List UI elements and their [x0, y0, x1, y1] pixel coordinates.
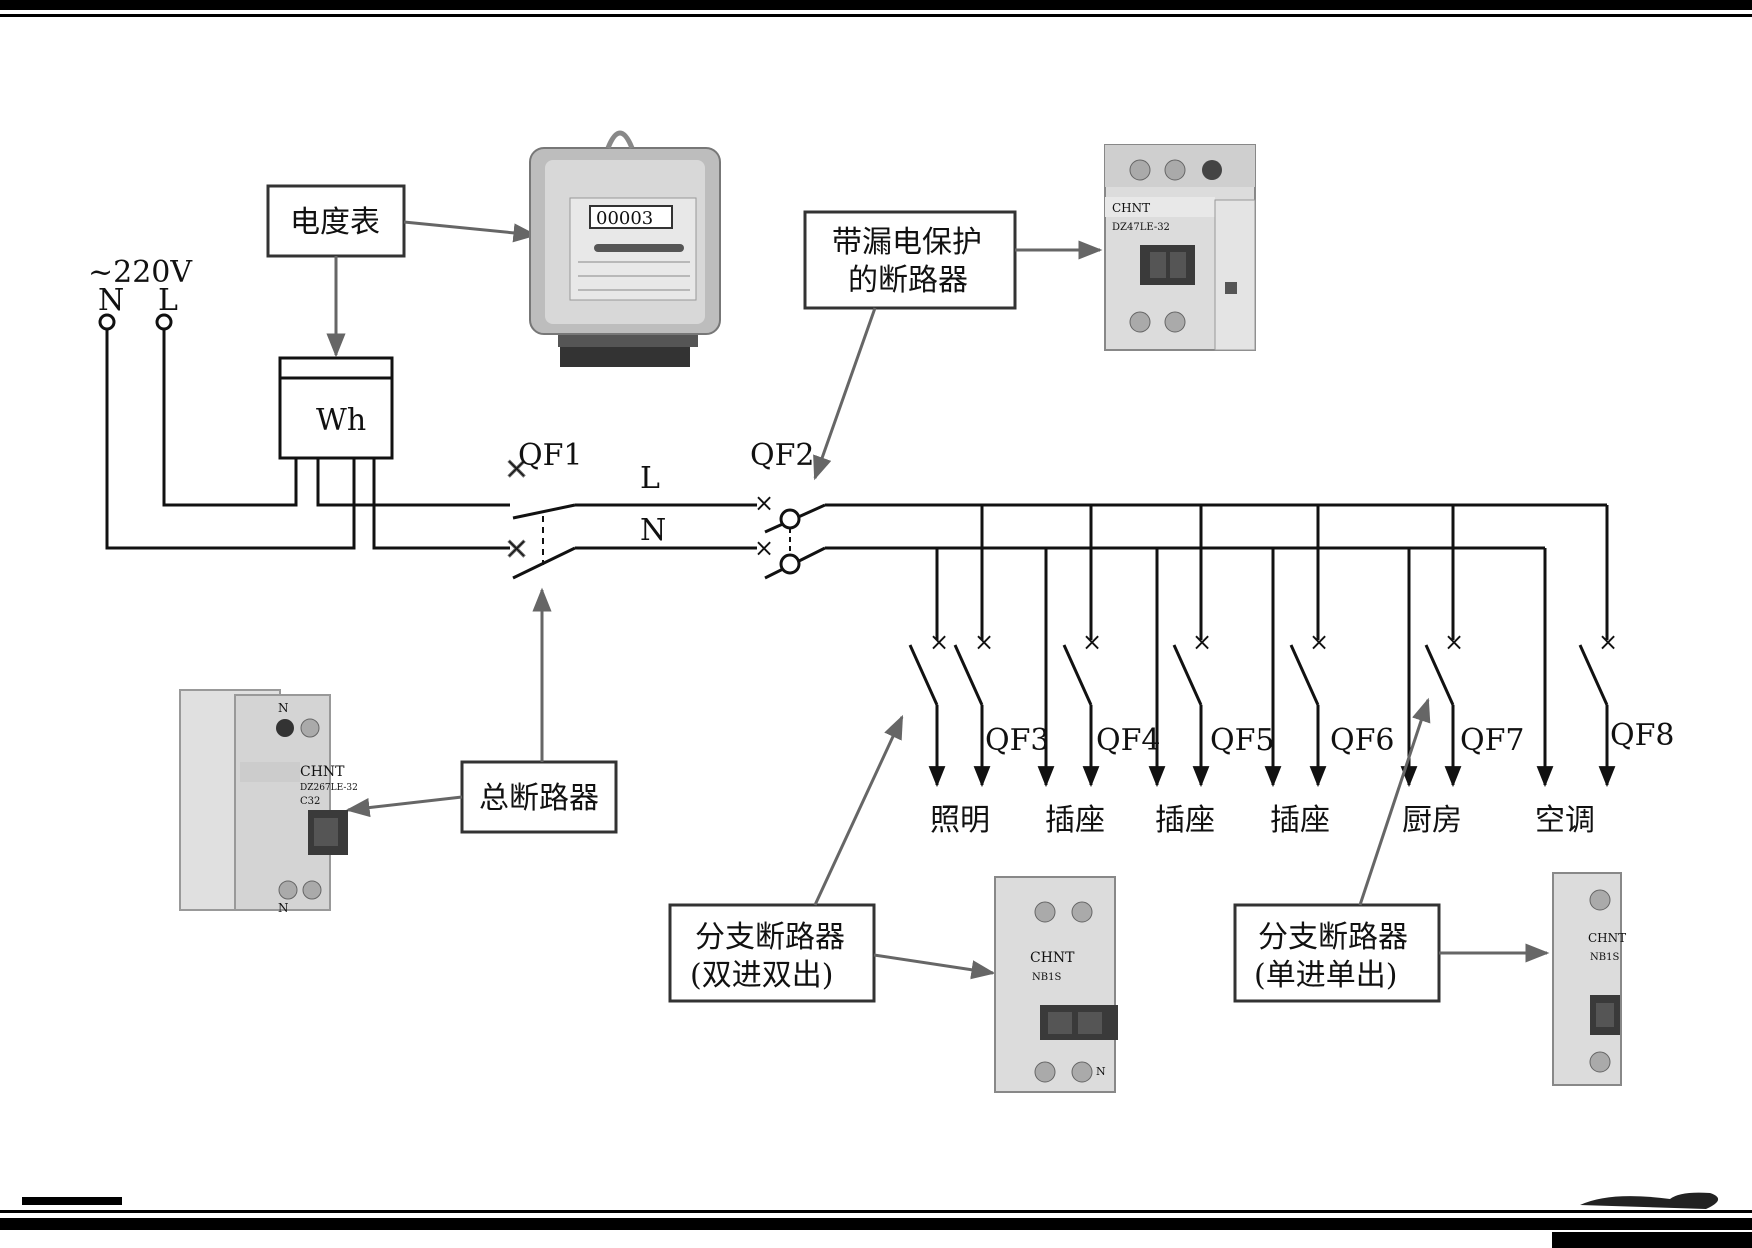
circuit-lighting: 照明 [930, 803, 990, 838]
top-bar [0, 0, 1752, 10]
meter-callout-arrow-right [403, 220, 538, 243]
branch-single-device: CHNT NB1S [1552, 872, 1626, 1086]
leakage-model: DZ47LE-32 [1112, 222, 1170, 233]
qf1-label: QF1 [518, 438, 583, 473]
wire-n-out [372, 458, 510, 550]
svg-text:×: × [1192, 628, 1212, 656]
terminal-l [155, 313, 173, 331]
leakage-brand: CHNT [1112, 201, 1150, 215]
svg-text:×: × [1444, 628, 1464, 656]
qf4-label: QF4 [1096, 723, 1161, 758]
top-bar-thin [0, 14, 1752, 17]
main-callout-label: 总断路器 [479, 781, 599, 816]
branch-single-model: NB1S [1590, 952, 1619, 963]
wire-l-in [162, 329, 298, 507]
bottom-bar [0, 1218, 1752, 1230]
circuit-aircon: 空调 [1535, 803, 1595, 838]
circuit-socket-1: 插座 [1045, 803, 1105, 838]
main-terminal-n-top: N [278, 701, 289, 715]
bottom-left-mark [22, 1197, 122, 1205]
svg-text:×: × [1309, 628, 1329, 656]
branch-single-callout-box [1233, 903, 1441, 1003]
main-callout-box [460, 760, 618, 834]
bottom-bar-thin [0, 1210, 1752, 1213]
main-terminal-n-bottom: N [278, 901, 289, 915]
branch-double-callout-line1: 分支断路器 [695, 920, 845, 955]
branch-double-callout-line2: (双进双出) [690, 958, 833, 993]
line-l-label: L [640, 461, 660, 496]
qf2-symbol: × × [754, 489, 826, 580]
main-rating: C32 [300, 796, 320, 807]
branch-double-model: NB1S [1032, 972, 1061, 983]
qf6-label: QF6 [1330, 723, 1395, 758]
svg-text:×: × [929, 628, 949, 656]
bottom-right-ornament [1580, 1192, 1719, 1209]
meter-box [278, 356, 394, 460]
circuit-socket-3: 插座 [1270, 803, 1330, 838]
line-n-label: N [640, 513, 666, 548]
svg-text:×: × [1082, 628, 1102, 656]
main-model: DZ267LE-32 [300, 783, 358, 793]
meter-callout-label: 电度表 [290, 205, 380, 240]
terminal-n [98, 313, 116, 331]
leakage-callout-line2: 的断路器 [848, 263, 968, 298]
qf2-label: QF2 [750, 438, 815, 473]
branch-double-arrow-up [813, 714, 904, 906]
branch-double-terminal-n: N [1096, 1065, 1106, 1078]
qf7-label: QF7 [1460, 723, 1525, 758]
svg-text:×: × [754, 534, 774, 562]
wire-n-in [105, 329, 356, 550]
svg-text:×: × [974, 628, 994, 656]
wire-l-out [316, 458, 510, 507]
meter-device: 00003 [529, 130, 721, 367]
leakage-callout-arrow-down [813, 307, 877, 481]
branch-single-arrow-up [1358, 697, 1431, 906]
meter-digits: 00003 [596, 208, 653, 229]
branch-double-arrow-right [873, 953, 996, 980]
svg-text:×: × [504, 531, 529, 566]
supply-n-label: N [98, 283, 124, 318]
circuit-kitchen: 厨房 [1402, 803, 1462, 838]
meter-symbol: Wh [316, 403, 366, 438]
qf1-symbol: × × [504, 451, 576, 580]
qf3-label: QF3 [985, 723, 1050, 758]
leakage-breaker-device: CHNT DZ47LE-32 [1104, 144, 1256, 351]
bottom-right-mark [1552, 1232, 1752, 1248]
qf8-label: QF8 [1610, 718, 1675, 753]
branch-single-callout-line1: 分支断路器 [1258, 920, 1408, 955]
branch-double-device: CHNT NB1S N [994, 876, 1118, 1093]
leakage-callout-line1: 带漏电保护 [832, 225, 982, 260]
leakage-callout-box [803, 210, 1017, 310]
svg-text:×: × [504, 451, 529, 486]
main-breaker-device: N CHNT DZ267LE-32 C32 N [179, 689, 358, 915]
supply-l-label: L [158, 283, 178, 318]
circuit-socket-2: 插座 [1155, 803, 1215, 838]
branch-single-callout-line2: (单进单出) [1254, 958, 1397, 993]
supply-voltage: ~220V [88, 255, 193, 290]
branch-double-callout-box [668, 903, 876, 1003]
svg-text:×: × [754, 489, 774, 517]
main-callout-arrow-left [345, 795, 463, 818]
main-brand: CHNT [300, 764, 345, 780]
qf5-label: QF5 [1210, 723, 1275, 758]
branch-single-brand: CHNT [1588, 931, 1626, 945]
svg-text:×: × [1598, 628, 1618, 656]
branch-wiring: × × × × × × × [908, 505, 1618, 788]
branch-double-brand: CHNT [1030, 950, 1075, 966]
